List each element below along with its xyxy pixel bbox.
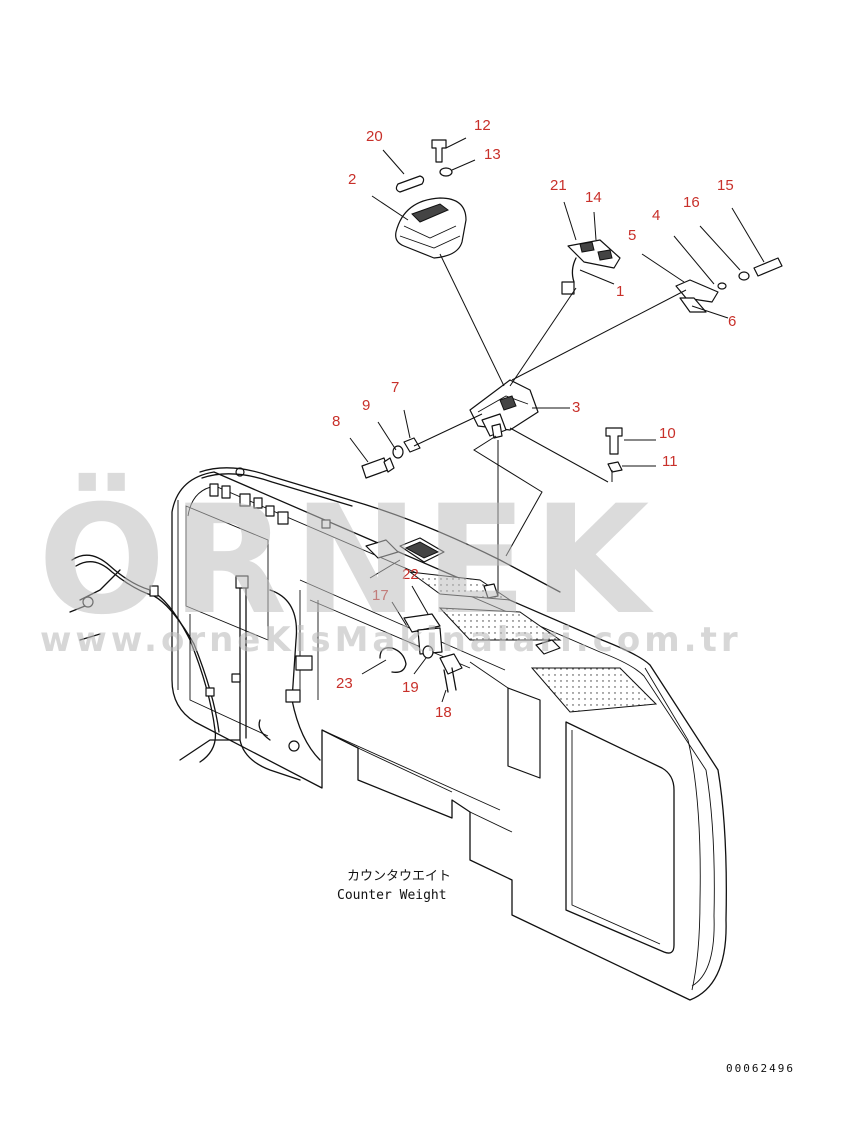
callout-17: 17 — [372, 587, 389, 604]
callout-1: 1 — [616, 283, 624, 300]
wiring-harness — [69, 467, 561, 781]
callout-6: 6 — [728, 313, 736, 330]
callout-12: 12 — [474, 117, 491, 134]
callout-21: 21 — [550, 177, 567, 194]
lower-bracket-parts — [379, 583, 499, 693]
callout-4: 4 — [652, 207, 660, 224]
fastener-set-left — [361, 437, 421, 479]
callout-14: 14 — [585, 189, 602, 206]
callout-7: 7 — [391, 379, 399, 396]
panel-components — [209, 467, 331, 529]
callout-22: 22 — [402, 566, 419, 583]
lamp-assembly — [395, 139, 467, 259]
callout-2: 2 — [348, 171, 356, 188]
callout-leaders — [349, 137, 765, 703]
assembly-label-japanese: カウンタウエイト — [347, 869, 451, 884]
callout-8: 8 — [332, 413, 340, 430]
callout-13: 13 — [484, 146, 501, 163]
callout-15: 15 — [717, 177, 734, 194]
callout-5: 5 — [628, 227, 636, 244]
watermark-url: www.orneKisMakinalari.com.tr — [40, 620, 742, 660]
callout-labels: 1 2 3 4 5 6 7 8 9 10 11 12 13 14 15 16 1… — [332, 117, 736, 721]
drawing-number: 00062496 — [726, 1062, 795, 1075]
assembly-lines — [369, 253, 687, 596]
callout-16: 16 — [683, 194, 700, 211]
callout-11: 11 — [662, 453, 678, 470]
switch-assembly — [561, 239, 621, 295]
fastener-set-right — [605, 427, 623, 473]
callout-9: 9 — [362, 397, 370, 414]
bracket-assembly — [675, 257, 783, 313]
callout-18: 18 — [435, 704, 452, 721]
assembly-label-english: Counter Weight — [337, 888, 447, 903]
lamp-base — [469, 379, 539, 439]
watermark-brand: ÖRNEK — [38, 472, 655, 648]
watermark: ÖRNEK www.orneKisMakinalari.com.tr — [38, 472, 742, 660]
callout-3: 3 — [572, 399, 580, 416]
deck-plates — [365, 537, 658, 713]
assembly-label: カウンタウエイト Counter Weight — [337, 869, 451, 903]
callout-20: 20 — [366, 128, 383, 145]
callout-23: 23 — [336, 675, 353, 692]
callout-10: 10 — [659, 425, 676, 442]
callout-19: 19 — [402, 679, 419, 696]
